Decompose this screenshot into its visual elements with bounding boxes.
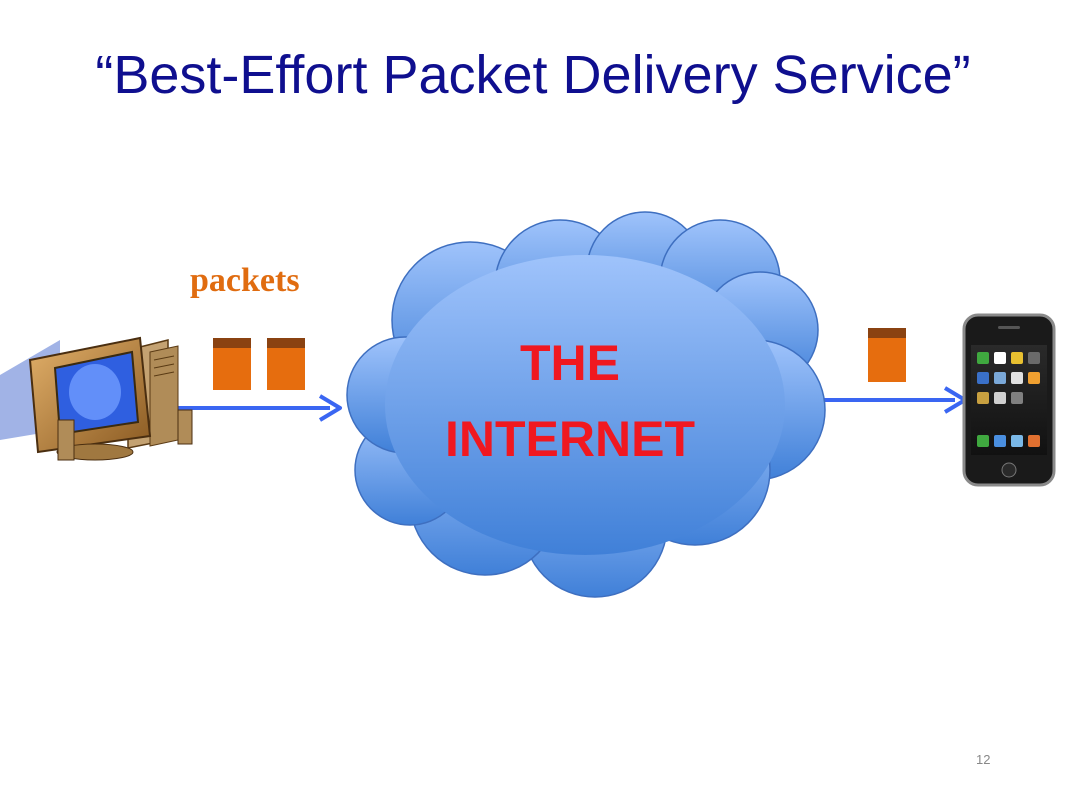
- packet-2: [267, 338, 305, 390]
- desktop-computer-icon: [0, 336, 193, 461]
- cloud-label: THE INTERNET: [420, 325, 720, 477]
- page-number: 12: [976, 752, 991, 767]
- packet-1: [213, 338, 251, 390]
- internet-cloud: [346, 211, 826, 598]
- packets-label: packets: [190, 262, 300, 299]
- cloud-label-line-2: INTERNET: [445, 411, 695, 467]
- slide-title: “Best-Effort Packet Delivery Service”: [95, 45, 971, 105]
- arrow-sender-to-internet: [170, 394, 342, 422]
- smartphone-icon: [962, 313, 1056, 487]
- cloud-label-line-1: THE: [520, 335, 620, 391]
- packet-3: [868, 328, 906, 382]
